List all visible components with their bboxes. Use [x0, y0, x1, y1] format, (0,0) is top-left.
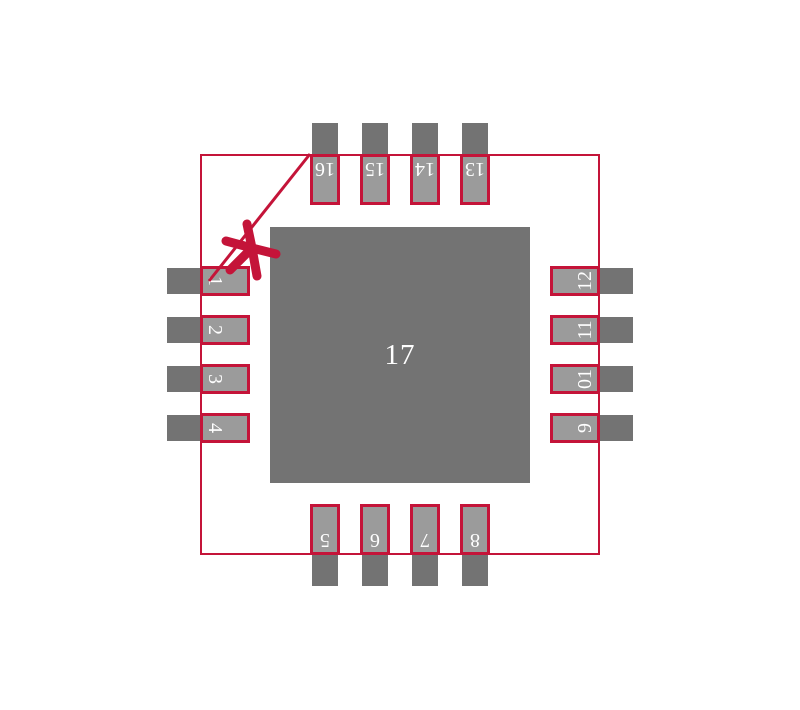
terminal-16 — [312, 123, 338, 154]
pad-14: 14 — [410, 154, 440, 205]
terminal-15 — [362, 123, 388, 154]
terminal-2 — [167, 317, 200, 343]
pad-4: 4 — [200, 413, 250, 443]
terminal-6 — [362, 555, 388, 586]
terminal-10 — [600, 366, 633, 392]
terminal-8 — [462, 555, 488, 586]
pad-11-label: 11 — [574, 320, 596, 340]
pad-10: 01 — [550, 364, 600, 394]
terminal-13 — [462, 123, 488, 154]
pad-17-label: 17 — [384, 338, 416, 371]
pad-16: 16 — [310, 154, 340, 205]
pad-14-label: 14 — [415, 158, 435, 180]
pad-5: 5 — [310, 504, 340, 555]
pad-6: 6 — [360, 504, 390, 555]
pad-7: 7 — [410, 504, 440, 555]
pad-3-label: 3 — [204, 374, 226, 384]
pad-9: 9 — [550, 413, 600, 443]
pad-10-label: 01 — [574, 369, 596, 389]
pad-16-label: 16 — [315, 158, 335, 180]
pad-12-label: 12 — [574, 271, 596, 291]
pad-5-label: 5 — [320, 529, 330, 551]
pad-1: 1 — [200, 266, 250, 296]
pad-15-label: 15 — [365, 158, 385, 180]
pad-6-label: 6 — [370, 529, 380, 551]
terminal-9 — [600, 415, 633, 441]
pad-15: 15 — [360, 154, 390, 205]
pad-3: 3 — [200, 364, 250, 394]
terminal-1 — [167, 268, 200, 294]
terminal-14 — [412, 123, 438, 154]
pad-12: 12 — [550, 266, 600, 296]
terminal-12 — [600, 268, 633, 294]
pad-17-thermal: 17 — [270, 227, 530, 483]
pad-4-label: 4 — [204, 423, 226, 433]
pad-13-label: 13 — [465, 158, 485, 180]
terminal-4 — [167, 415, 200, 441]
pad-13: 13 — [460, 154, 490, 205]
pad-8: 8 — [460, 504, 490, 555]
pad-8-label: 8 — [470, 529, 480, 551]
pad-2-label: 2 — [204, 325, 226, 335]
pad-9-label: 9 — [574, 423, 596, 433]
pad-11: 11 — [550, 315, 600, 345]
pad-1-label: 1 — [204, 276, 226, 286]
terminal-3 — [167, 366, 200, 392]
pad-7-label: 7 — [420, 529, 430, 551]
pad-2: 2 — [200, 315, 250, 345]
terminal-11 — [600, 317, 633, 343]
terminal-5 — [312, 555, 338, 586]
package-outline — [200, 154, 600, 555]
terminal-7 — [412, 555, 438, 586]
